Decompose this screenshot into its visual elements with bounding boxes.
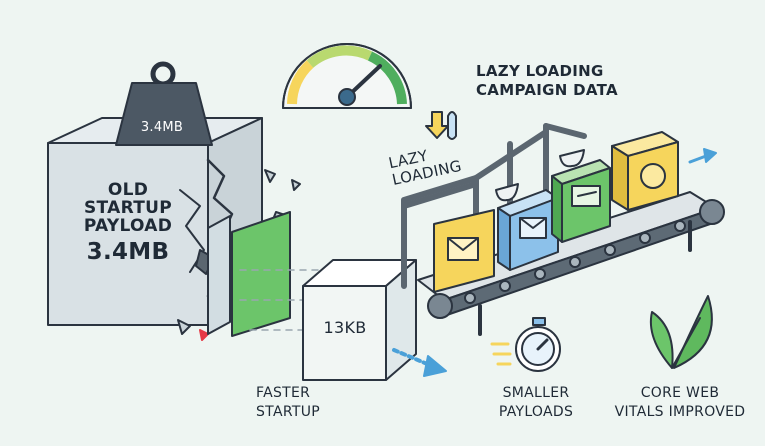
gate-lamps [495,149,585,202]
lazy-title-line1: LAZY LOADING [476,62,604,80]
weight-icon [115,61,213,146]
stopwatch-icon [490,317,561,372]
benefit-smaller-line1: SMALLER [502,385,570,401]
benefit-faster-line1: FASTER [256,385,311,401]
old-payload-line3: PAYLOAD [83,215,173,236]
lazy-title-line2: CAMPAIGN DATA [476,80,618,99]
old-payload-block [47,117,263,326]
package-form-green [551,159,611,243]
lazy-loading-title: LAZY LOADING CAMPAIGN DATA [476,62,618,100]
package-discount-yellow [611,131,679,211]
benefit-faster-line2: STARTUP [256,403,320,420]
package-envelope-blue [497,189,559,271]
benefit-faster-startup: FASTER STARTUP [256,384,320,422]
new-payload-label: 13kB [312,318,378,337]
new-payload-size: 13kB [323,318,367,337]
pointer-hand-icon [425,111,457,140]
speed-gauge-icon [282,43,412,109]
old-payload-label: OLD STARTUP PAYLOAD 3.4MB [52,180,204,265]
transition-panels [207,211,291,337]
new-payload-cube [302,259,447,381]
benefit-vitals-line1: CORE WEB [640,385,720,401]
leaf-icon [649,295,713,369]
old-payload-line2: STARTUP [84,197,172,218]
benefit-vitals-line2: VITALS IMPROVED [614,403,746,420]
old-payload-size: 3.4MB [86,238,170,265]
benefit-smaller-payloads: SMALLER PAYLOADS [476,384,596,422]
benefit-smaller-line2: PAYLOADS [498,403,574,420]
package-envelope-yellow [433,209,495,293]
weight-text: 3.4MB [140,120,184,135]
benefit-core-web-vitals: CORE WEB VITALS IMPROVED [606,384,754,422]
weight-label: 3.4MB [128,121,196,135]
old-payload-line1: OLD [107,180,149,200]
